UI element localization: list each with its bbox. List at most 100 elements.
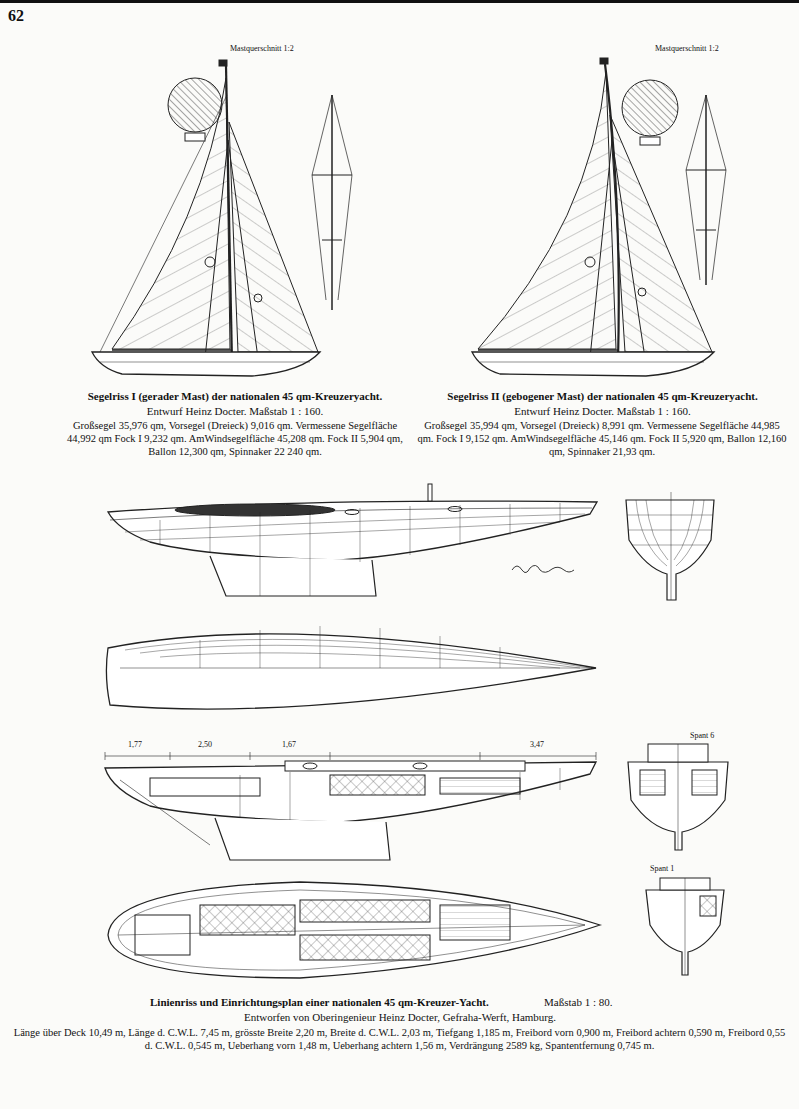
- section-label: Spant 6: [690, 731, 750, 741]
- deck-plan-part: [300, 900, 430, 922]
- interior-profile-part: [120, 780, 210, 845]
- interior-profile-part-part: [250, 752, 251, 760]
- sail-plan-part: [622, 80, 678, 136]
- caption-scale: Maßstab 1 : 80.: [544, 996, 654, 1010]
- interior-profile-part: [105, 756, 596, 757]
- interior-profile-part: [330, 775, 425, 795]
- sail-plan-part: [112, 78, 230, 349]
- sail-plan-part: [254, 294, 262, 302]
- interior-profile-part-part: [240, 775, 241, 818]
- body-plan-part-part: [674, 500, 694, 560]
- interior-profile-part-part: [520, 772, 521, 800]
- interior-profile-part: [105, 762, 596, 822]
- interior-profile-part-part: [290, 772, 291, 820]
- dimension: 1,67: [282, 740, 312, 750]
- hull-profile-part-part: [160, 520, 161, 545]
- hull-profile-part-part: [210, 515, 211, 553]
- caption-credit: Entworfen von Oberingenieur Heinz Docter…: [200, 1011, 600, 1025]
- sail-plan-part: [612, 140, 645, 358]
- sail-plan-part: [322, 240, 342, 241]
- sail-plan-part: [706, 95, 726, 170]
- deck-plan-part: [200, 905, 295, 935]
- interior-profile-part: [440, 778, 520, 794]
- sail-plan-part: [705, 95, 707, 285]
- interior-profile-part-part: [480, 752, 481, 760]
- deck-plan: [108, 882, 600, 978]
- interior-profile-part: [215, 818, 390, 860]
- hull-profile-part: [160, 503, 560, 596]
- sail-plan-part: [640, 137, 660, 145]
- body-plan: [626, 492, 714, 600]
- half-breadth-plan-part-part: [380, 628, 381, 668]
- caption-credit: Entwurf Heinz Docter. Maßstab 1 : 160.: [70, 405, 400, 419]
- deck-plan-part: [300, 935, 430, 960]
- section-drawings-part: [692, 770, 717, 795]
- deck-plan-part: [118, 890, 585, 970]
- deck-plan-part: [440, 905, 510, 940]
- sail-plan-part: [92, 352, 320, 376]
- sail-plan-part: [226, 66, 232, 362]
- hull-profile-part-part: [560, 503, 561, 522]
- hull-profile-part: [108, 501, 597, 560]
- hull-profile-part: [512, 565, 574, 572]
- body-plan-part-part: [636, 500, 667, 566]
- half-breadth-plan-part: [120, 668, 596, 669]
- body-plan-part-part: [628, 530, 712, 531]
- hull-profile-part: [175, 504, 335, 516]
- hull-profile-part: [345, 510, 359, 515]
- half-breadth-plan-part: [125, 626, 590, 668]
- sail-plan-part: [638, 288, 646, 296]
- section-drawings-part: [685, 878, 686, 975]
- section-drawings-part: [678, 744, 679, 850]
- interior-profile-part-part: [170, 752, 171, 760]
- section-label: Mastquerschnitt 1:2: [230, 44, 340, 54]
- hull-profile-part-part: [460, 505, 461, 545]
- dimension: 2,50: [198, 740, 228, 750]
- caption-title: Segelriss I (gerader Mast) der nationale…: [70, 390, 400, 404]
- half-breadth-plan-part-part: [140, 645, 580, 668]
- sail-plan-part: [205, 257, 215, 267]
- sail-plan-part: [205, 140, 228, 358]
- sail-plan: [472, 58, 726, 376]
- body-plan-part: [627, 500, 713, 566]
- caption-credit: Entwurf Heinz Docter. Maßstab 1 : 160.: [410, 405, 795, 419]
- body-plan-part-part: [627, 515, 713, 516]
- sail-plan: [92, 60, 352, 376]
- sail-plan-part: [696, 230, 716, 231]
- dimension: 3,47: [530, 740, 560, 750]
- dimension: 1,77: [128, 740, 158, 750]
- sail-plan-part: [472, 352, 714, 376]
- sail-plan-part: [100, 362, 310, 363]
- half-breadth-plan-part: [106, 634, 596, 709]
- sail-plan-part: [590, 140, 612, 358]
- interior-profile-part-part: [105, 752, 106, 760]
- interior-profile-part: [413, 763, 427, 769]
- half-breadth-plan-part-part: [440, 636, 441, 668]
- hull-profile: [108, 484, 597, 596]
- section-drawings: [628, 744, 728, 975]
- interior-profile: [105, 752, 596, 860]
- interior-profile-part: [105, 752, 596, 760]
- hull-profile-part-part: [260, 512, 261, 596]
- hull-profile-part: [140, 522, 560, 540]
- sail-plan-part: [312, 175, 352, 176]
- interior-profile-part-part: [560, 768, 561, 790]
- hull-profile-part: [210, 556, 376, 596]
- section-drawings-part: [640, 770, 665, 795]
- sail-plan-part: [478, 349, 618, 351]
- sail-plan-part: [338, 175, 352, 300]
- hull-profile-part-part: [410, 506, 411, 555]
- sail-plan-part: [332, 95, 352, 175]
- hull-profile-part-part: [360, 508, 361, 562]
- interior-profile-part: [285, 761, 525, 771]
- deck-plan-part: [135, 915, 190, 955]
- sail-plan-part: [112, 349, 232, 351]
- half-breadth-plan-part-part: [260, 630, 261, 668]
- sail-plan-part: [610, 115, 712, 352]
- interior-profile-part-part: [330, 752, 331, 760]
- body-plan-part-part: [676, 500, 704, 566]
- hull-profile-part: [428, 484, 432, 501]
- sail-plan-part: [312, 95, 332, 175]
- interior-profile-part: [303, 763, 317, 769]
- deck-plan-part: [108, 882, 600, 978]
